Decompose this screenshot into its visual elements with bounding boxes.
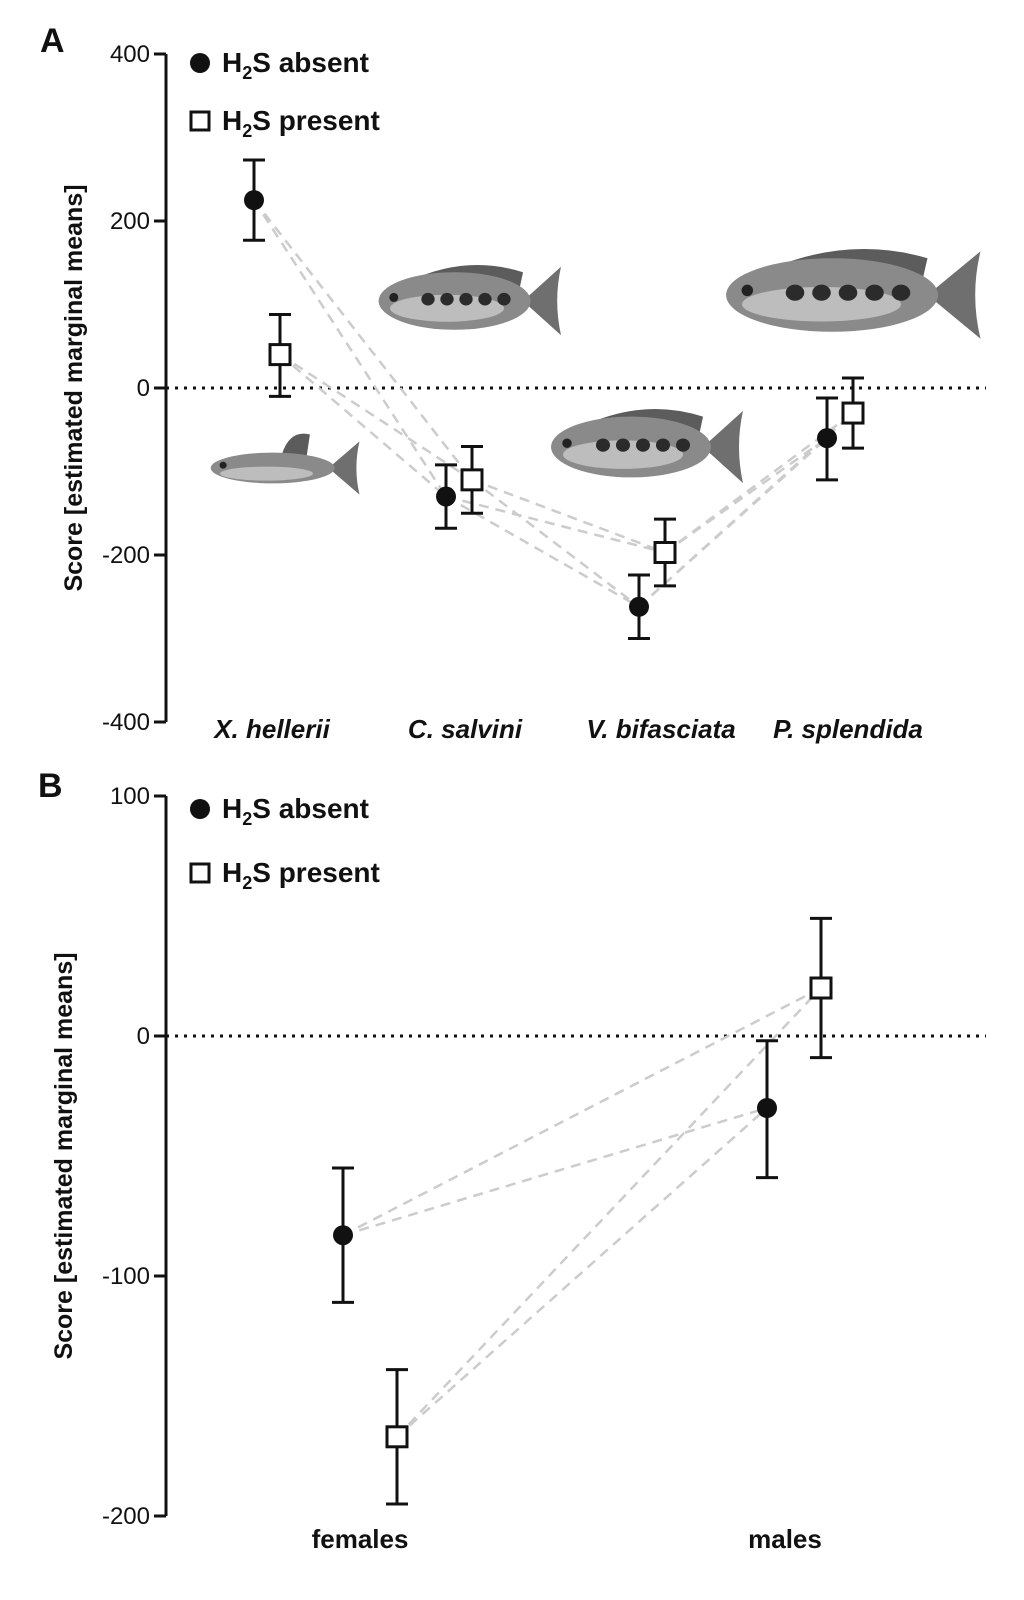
legend-marker-absent (190, 53, 210, 73)
fish-eye (389, 292, 399, 302)
fish-spot (459, 292, 473, 306)
y-tick-label: -200 (102, 542, 150, 569)
y-tick-label: 200 (110, 208, 150, 235)
fish-spot (497, 292, 511, 306)
legend-marker-present (189, 110, 211, 132)
panel-label: B (38, 767, 63, 805)
legend-marker-present (189, 862, 211, 884)
marker-h2s-absent (757, 1098, 777, 1118)
fish-C-salvini (378, 265, 561, 336)
connector-line (638, 412, 854, 608)
fish-eye (219, 461, 227, 469)
fish-spot (421, 292, 435, 306)
marker-h2s-absent (436, 486, 456, 507)
connector-line (396, 1107, 768, 1438)
legend-prefix: H (222, 47, 242, 78)
fish-eye (741, 284, 754, 297)
legend-subscript: 2 (242, 63, 252, 83)
connector-line (253, 199, 473, 481)
fish-spot (865, 284, 884, 301)
connector-line (342, 986, 822, 1237)
legend-suffix: S absent (252, 793, 369, 824)
marker-h2s-present (653, 540, 677, 564)
fish-V-bifasciata (551, 409, 743, 484)
legend-prefix: H (222, 857, 242, 888)
y-tick-label: -200 (102, 1503, 150, 1530)
fish-X-hellerii (210, 433, 360, 495)
connector-line (471, 478, 666, 554)
fish-spot (838, 284, 858, 301)
legend-label: H2S present (222, 105, 380, 141)
fish-tail (703, 410, 743, 484)
marker-h2s-absent (817, 428, 837, 449)
fish-belly (220, 466, 313, 481)
legend-prefix: H (222, 793, 242, 824)
fish-spot (785, 284, 805, 301)
y-axis-label: Score [estimated marginal means] (60, 184, 88, 591)
marker-h2s-present (809, 976, 833, 1000)
connector-line (445, 495, 640, 608)
y-tick-label: 100 (110, 783, 150, 810)
category-label: V. bifasciata (586, 714, 735, 744)
fish-spot (891, 284, 911, 301)
category-label: males (748, 1524, 822, 1554)
connector-line (396, 987, 822, 1438)
fish-eye (562, 438, 572, 448)
connector-line (445, 495, 666, 554)
category-label: P. splendida (773, 714, 923, 744)
marker-h2s-present (460, 468, 484, 492)
fish-spot (596, 438, 610, 452)
fish-spot (676, 438, 690, 452)
legend-label: H2S absent (222, 47, 369, 83)
fish-spot (656, 438, 670, 452)
marker-h2s-present (841, 401, 865, 425)
legend-subscript: 2 (242, 873, 252, 893)
fish-spot (636, 438, 650, 452)
connector-line (279, 353, 473, 481)
y-tick-label: 0 (137, 1023, 150, 1050)
connector-line (471, 478, 640, 608)
legend-label: H2S absent (222, 793, 369, 829)
fish-belly (390, 294, 504, 322)
fish-spot (440, 292, 454, 306)
fish-tail (523, 266, 561, 336)
marker-h2s-absent (629, 596, 649, 617)
legend-suffix: S present (252, 105, 380, 136)
panel-label: A (40, 22, 65, 60)
legend-suffix: S present (252, 857, 380, 888)
fish-spot (616, 438, 630, 452)
connector-line (279, 353, 447, 498)
fish-spot (478, 292, 492, 306)
legend-suffix: S absent (252, 47, 369, 78)
fish-P-splendida (726, 249, 981, 339)
category-label: C. salvini (408, 714, 523, 744)
y-tick-label: 0 (137, 375, 150, 402)
fish-belly (742, 286, 901, 322)
marker-h2s-absent (333, 1225, 353, 1246)
legend-subscript: 2 (242, 809, 252, 829)
category-label: females (312, 1524, 409, 1554)
fish-tail (328, 441, 360, 495)
connector-line (252, 199, 448, 498)
y-tick-label: 400 (110, 41, 150, 68)
marker-h2s-absent (244, 190, 264, 211)
y-tick-label: -400 (102, 709, 150, 736)
y-tick-label: -100 (102, 1263, 150, 1290)
fish-dorsal-fin (282, 433, 310, 456)
legend-prefix: H (222, 105, 242, 136)
fish-belly (563, 440, 683, 469)
marker-h2s-present (385, 1425, 409, 1449)
fish-tail (927, 251, 981, 339)
category-label: X. hellerii (212, 714, 330, 744)
legend-marker-absent (190, 799, 210, 819)
marker-h2s-present (268, 343, 292, 367)
legend-label: H2S present (222, 857, 380, 893)
y-axis-label: Score [estimated marginal means] (50, 952, 78, 1359)
legend-subscript: 2 (242, 121, 252, 141)
fish-spot (812, 284, 831, 301)
connector-line (342, 1106, 768, 1237)
